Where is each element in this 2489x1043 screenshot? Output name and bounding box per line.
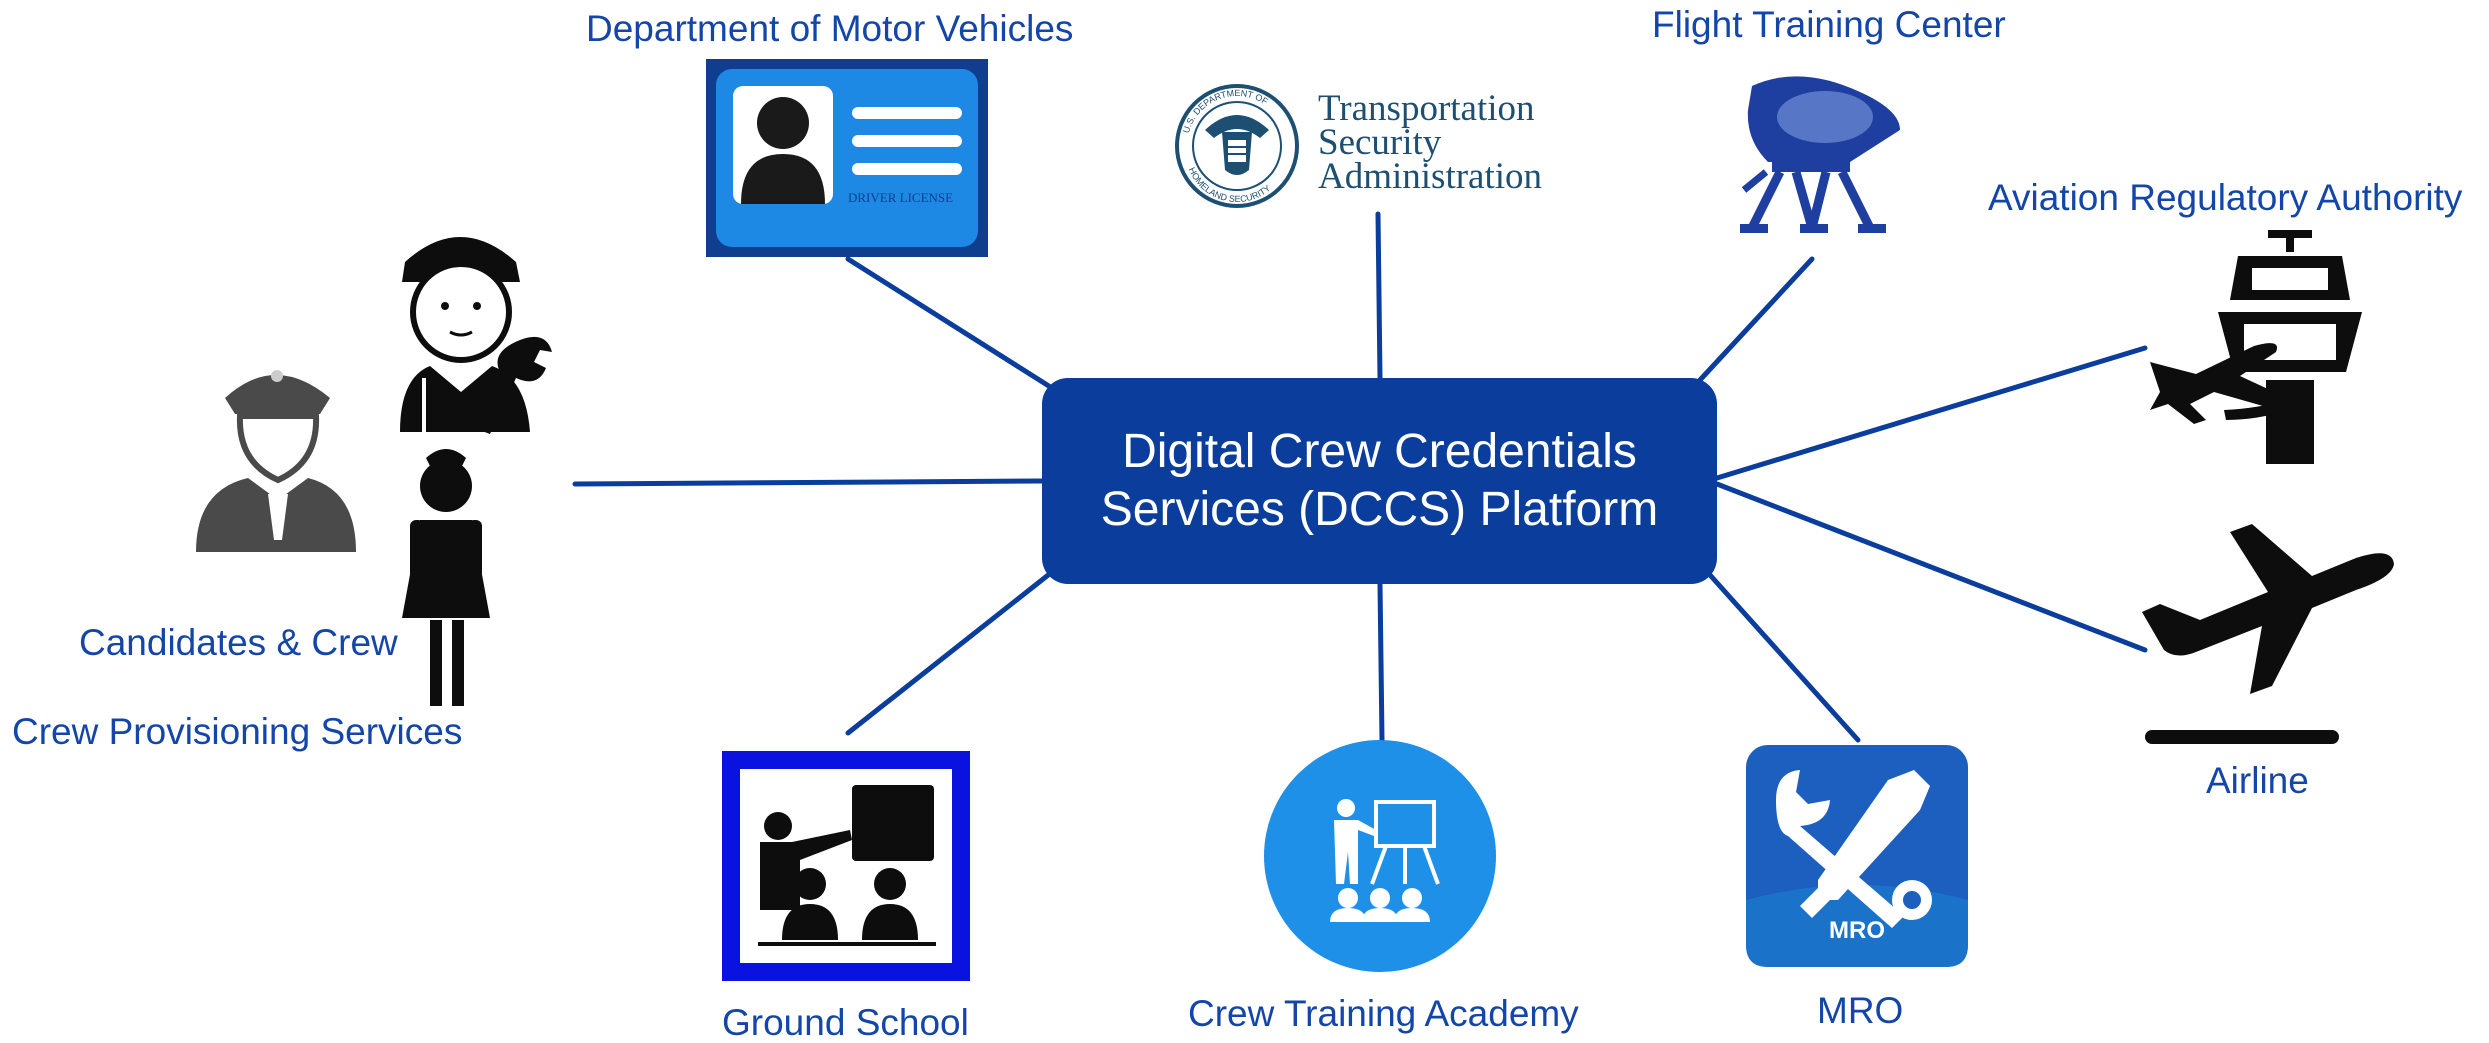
connector-ground-school	[845, 569, 1055, 736]
crew-persons-icon	[196, 237, 552, 706]
svg-text:MRO: MRO	[1829, 917, 1885, 944]
label-airline: Airline	[2206, 760, 2309, 801]
label-candidates: Candidates & Crew	[79, 622, 398, 663]
svg-text:DRIVER LICENSE: DRIVER LICENSE	[848, 190, 953, 205]
pilot-figure	[196, 370, 356, 552]
flight-simulator-icon	[1740, 76, 1900, 233]
connector-candidates	[572, 478, 1045, 487]
classroom-icon	[722, 751, 970, 981]
label-flight-training: Flight Training Center	[1652, 4, 2006, 45]
tsa-line2: Security	[1318, 122, 1442, 163]
training-academy-icon	[1264, 740, 1496, 972]
connector-tsa	[1375, 211, 1383, 381]
connector-dmv	[845, 256, 1055, 391]
driver-license-icon: DRIVER LICENSE	[706, 59, 988, 257]
flight-attendant-figure	[402, 449, 490, 706]
tsa-line1: Transportation	[1318, 88, 1535, 129]
connector-mro	[1707, 572, 1861, 743]
connector-airline	[1714, 481, 2148, 653]
tsa-line3: Administration	[1318, 156, 1543, 197]
dccs-platform-box: Digital Crew Credentials Services (DCCS)…	[1042, 378, 1717, 584]
label-crew-training: Crew Training Academy	[1188, 993, 1579, 1034]
label-mro: MRO	[1817, 990, 1904, 1031]
airplane-takeoff-icon	[2142, 524, 2394, 744]
label-dmv: Department of Motor Vehicles	[586, 8, 1074, 49]
connector-flight-training	[1697, 256, 1815, 383]
tsa-wordmark: Transportation Security Administration	[1318, 88, 1543, 197]
connector-lines	[572, 211, 2148, 743]
connector-aviation-authority	[1714, 345, 2148, 481]
label-aviation-authority: Aviation Regulatory Authority	[1988, 177, 2463, 218]
control-tower-icon	[2150, 230, 2362, 464]
mro-tools-icon: MRO	[1746, 745, 1968, 967]
mechanic-figure	[400, 237, 552, 434]
platform-title-line1: Digital Crew Credentials	[1122, 425, 1637, 479]
dhs-seal-icon: U.S. DEPARTMENT OF HOMELAND SECURITY	[1175, 84, 1299, 208]
platform-title-line2: Services (DCCS) Platform	[1100, 483, 1659, 536]
connector-crew-training	[1377, 581, 1385, 743]
label-ground-school: Ground School	[722, 1002, 969, 1043]
label-crew-provisioning: Crew Provisioning Services	[12, 711, 463, 752]
